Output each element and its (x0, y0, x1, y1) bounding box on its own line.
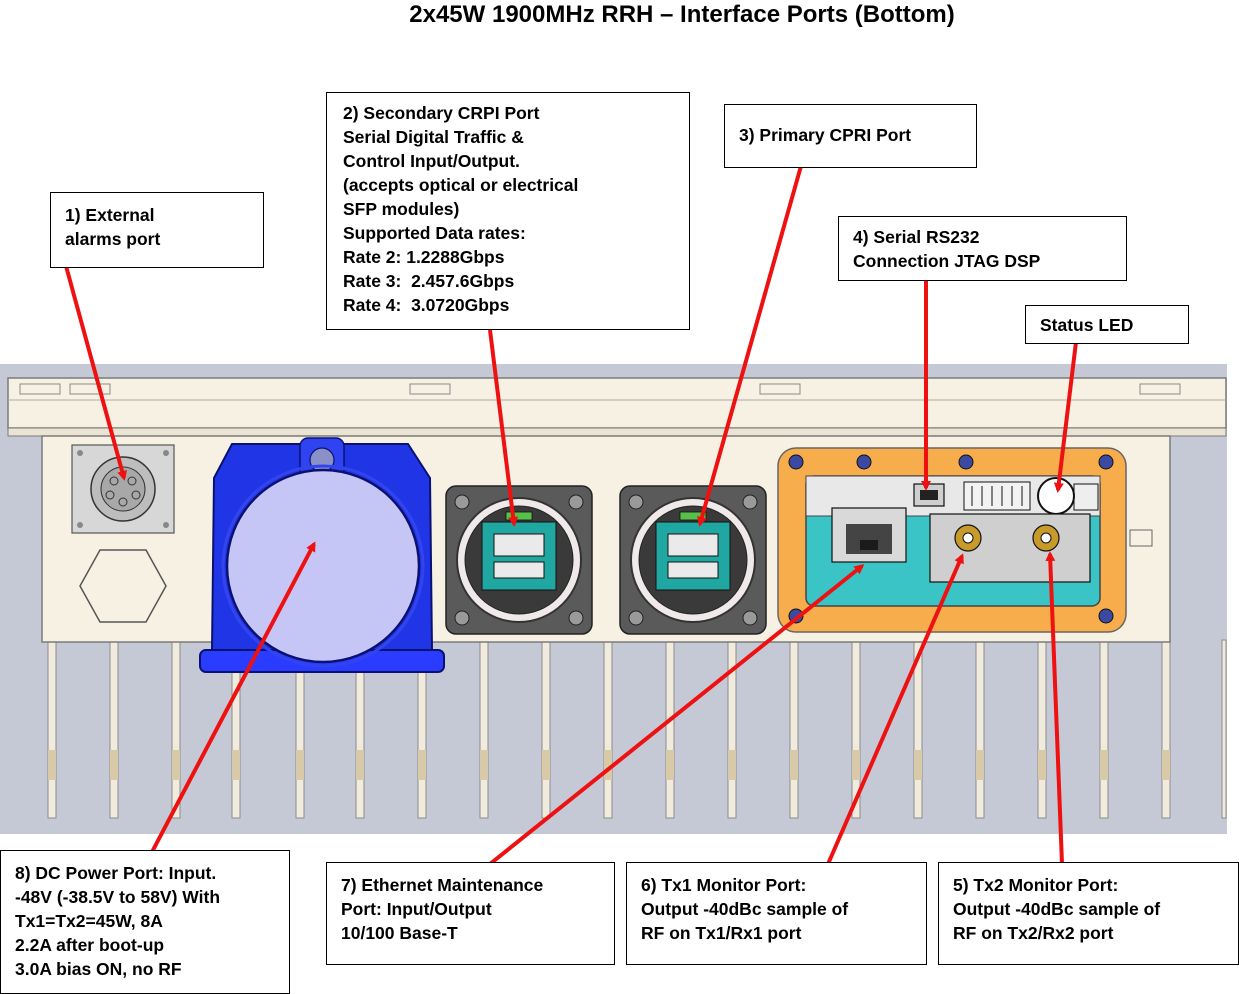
callout-line: SFP modules) (343, 199, 460, 219)
dc-power-connector (199, 437, 445, 673)
callout-line: 1) External (65, 205, 155, 225)
callout-line: Control Input/Output. (343, 151, 520, 171)
callout-arrows (64, 165, 1078, 866)
maintenance-panel (777, 447, 1127, 633)
callout-line: Supported Data rates: (343, 223, 526, 243)
arrow-dc-power (150, 541, 316, 853)
callout-line: 3.0A bias ON, no RF (15, 959, 182, 979)
callout-line: 8) DC Power Port: Input. (15, 863, 217, 883)
callout-line: 7) Ethernet Maintenance (341, 875, 544, 895)
callout-line: 10/100 Base-T (341, 923, 458, 943)
heat-sink-fins (47, 639, 1227, 819)
arrow-tx2 (1045, 551, 1064, 865)
arrow-tx1 (826, 553, 964, 865)
arrow-secondary-cpri (488, 329, 519, 527)
callout-line: 3) Primary CPRI Port (739, 125, 912, 145)
callout-line: RF on Tx2/Rx2 port (953, 923, 1114, 943)
callout-line: Output -40dBc sample of (953, 899, 1161, 919)
callout-line: 5) Tx2 Monitor Port: (953, 875, 1119, 895)
arrow-ethernet (488, 564, 865, 866)
callout-line: Rate 2: 1.2288Gbps (343, 247, 505, 267)
callout-line: alarms port (65, 229, 161, 249)
callout-line: Tx1=Tx2=45W, 8A (15, 911, 163, 931)
callout-ethernet: 7) Ethernet Maintenance Port: Input/Outp… (326, 862, 615, 965)
callout-tx1-monitor: 6) Tx1 Monitor Port: Output -40dBc sampl… (626, 862, 927, 965)
callout-line: 2.2A after boot-up (15, 935, 165, 955)
callout-line: Serial Digital Traffic & (343, 127, 524, 147)
callout-line: 6) Tx1 Monitor Port: (641, 875, 807, 895)
callout-line: -48V (-38.5V to 58V) With (15, 887, 221, 907)
alarms-connector (71, 444, 175, 534)
callout-line: Connection JTAG DSP (853, 251, 1041, 271)
callout-line: Status LED (1040, 315, 1134, 335)
diagram-title: 2x45W 1900MHz RRH – Interface Ports (Bot… (409, 1, 955, 28)
callout-line: Output -40dBc sample of (641, 899, 849, 919)
callout-tx2-monitor: 5) Tx2 Monitor Port: Output -40dBc sampl… (938, 862, 1239, 965)
callout-line: (accepts optical or electrical (343, 175, 579, 195)
callout-secondary-cpri: 2) Secondary CRPI Port Serial Digital Tr… (326, 92, 690, 330)
callout-status-led: Status LED (1025, 305, 1189, 344)
callout-external-alarms: 1) External alarms port (50, 192, 264, 268)
callout-line: Rate 4: 3.0720Gbps (343, 295, 510, 315)
callout-dc-power: 8) DC Power Port: Input. -48V (-38.5V to… (0, 850, 290, 994)
callout-line: RF on Tx1/Rx1 port (641, 923, 802, 943)
arrow-primary-cpri (697, 165, 803, 527)
primary-cpri-connector (619, 485, 767, 635)
callout-line: 2) Secondary CRPI Port (343, 103, 540, 123)
vent-plug (79, 549, 167, 623)
mounting-flange (7, 377, 1227, 437)
callout-line: 4) Serial RS232 (853, 227, 980, 247)
secondary-cpri-connector (445, 485, 593, 635)
callout-line: Rate 3: 2.457.6Gbps (343, 271, 515, 291)
callout-line: Port: Input/Output (341, 899, 492, 919)
arrow-status-led (1053, 341, 1078, 493)
callout-serial-rs232: 4) Serial RS232 Connection JTAG DSP (838, 216, 1127, 281)
callout-primary-cpri: 3) Primary CPRI Port (724, 104, 977, 168)
arrow-alarms (64, 265, 127, 481)
